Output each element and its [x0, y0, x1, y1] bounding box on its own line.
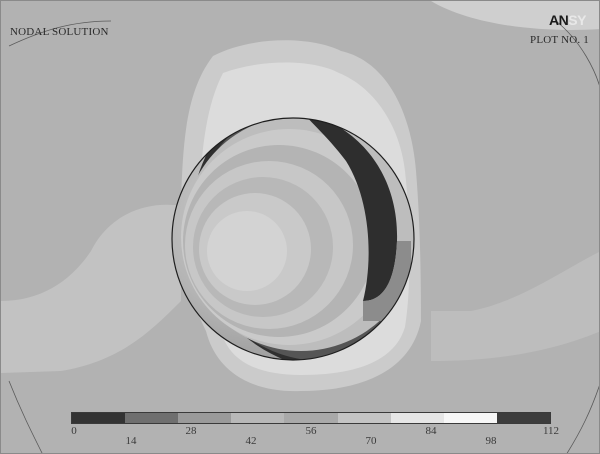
legend-tick-label: 70 — [365, 435, 377, 447]
boundary-arc-top-left — [8, 20, 112, 47]
right-region — [431, 252, 599, 361]
legend-tick-label: 84 — [425, 425, 437, 437]
legend-swatch — [231, 413, 285, 423]
legend-tick-label: 98 — [485, 435, 497, 447]
legend-swatch — [125, 413, 179, 423]
top-right-region — [431, 1, 599, 30]
contour-legend-bar — [71, 412, 551, 424]
boundary-arc-bottom-right — [566, 385, 599, 453]
legend-tick-label: 0 — [71, 425, 77, 437]
boundary-arc-bottom-left — [8, 380, 43, 453]
legend-swatch — [496, 413, 550, 423]
legend-tick-label: 42 — [245, 435, 257, 447]
ansys-logo: ANSY — [549, 12, 586, 28]
legend-swatch — [178, 413, 232, 423]
boundary-arc-top-right — [555, 20, 599, 86]
legend-tick-label: 56 — [305, 425, 317, 437]
legend-swatch — [72, 413, 126, 423]
left-region — [1, 204, 181, 373]
plot-number: PLOT NO. 1 — [530, 34, 589, 46]
plot-title: NODAL SOLUTION — [10, 26, 109, 38]
legend-swatch — [390, 413, 444, 423]
legend-swatch — [337, 413, 391, 423]
legend-tick-label: 28 — [185, 425, 197, 437]
legend-tick-label: 14 — [125, 435, 137, 447]
legend-swatch — [284, 413, 338, 423]
legend-tick-label: 112 — [542, 425, 560, 437]
legend-swatch — [443, 413, 497, 423]
